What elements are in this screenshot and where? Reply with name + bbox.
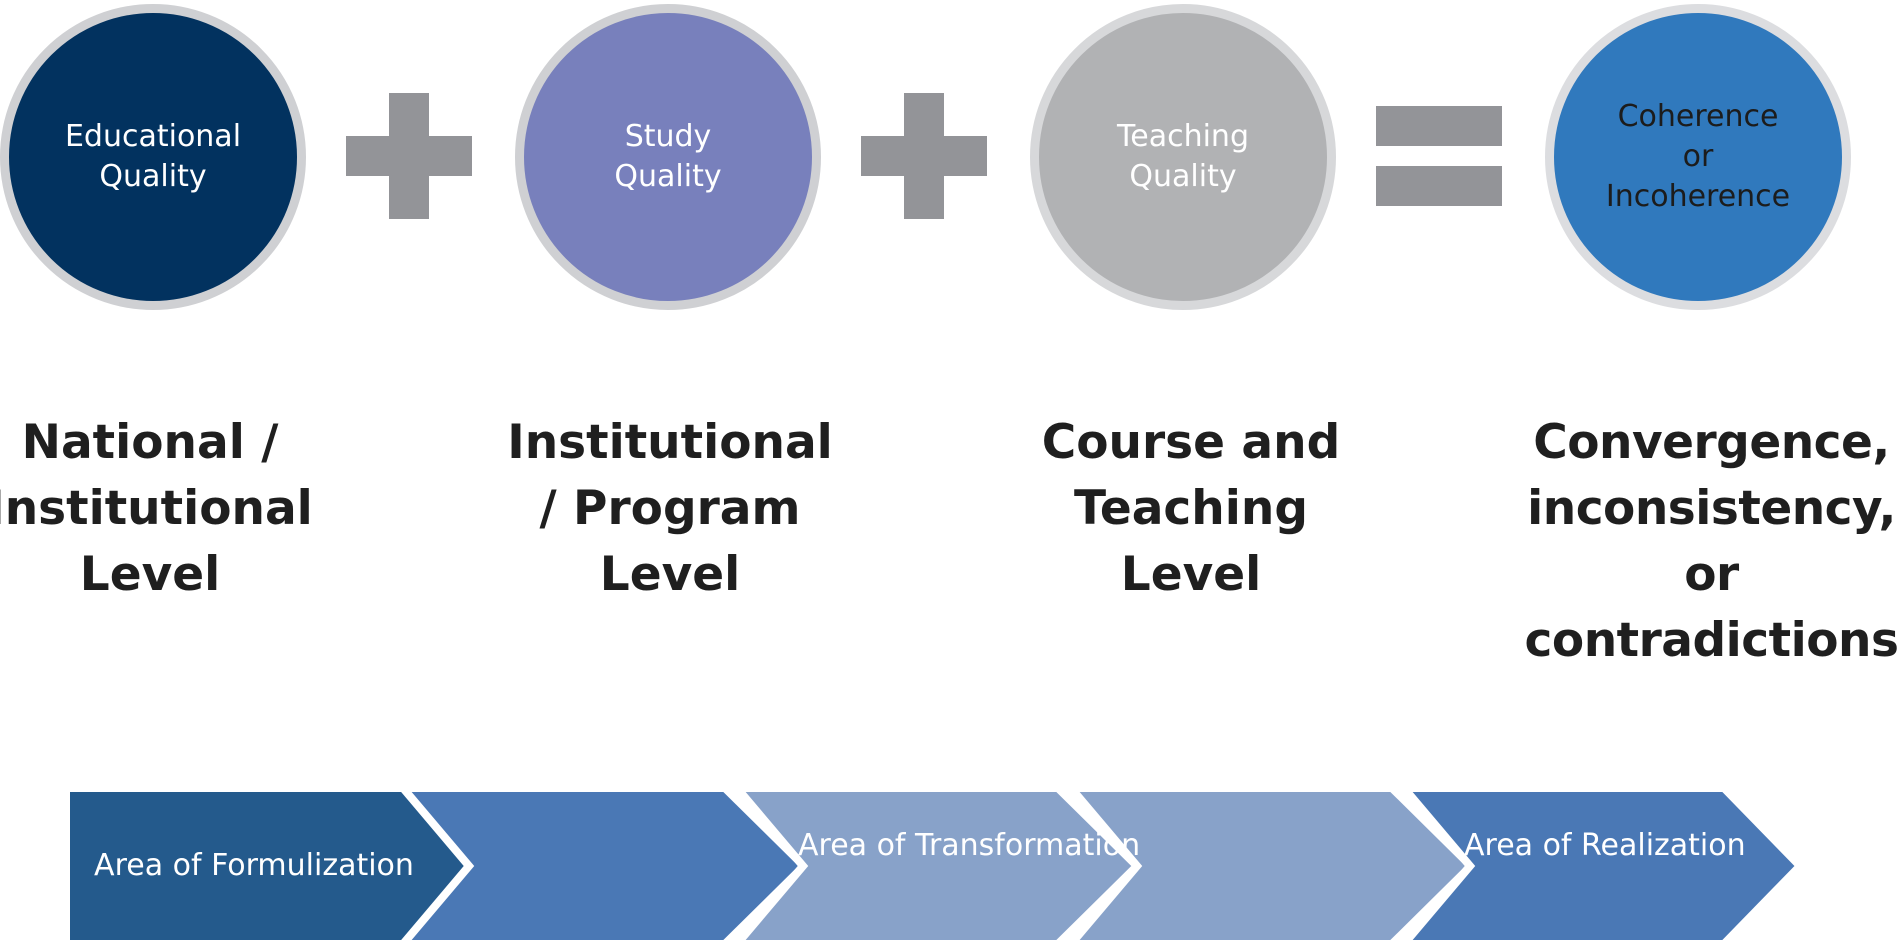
study-quality-label: Study Quality <box>614 119 722 194</box>
area-transformation-label: Area of Transformation <box>798 828 1141 863</box>
chevron-transition-2 <box>1062 784 1477 948</box>
teaching-quality-circle: Teaching Quality <box>1030 4 1336 310</box>
study-quality-circle: Study Quality <box>515 4 821 310</box>
area-realization-label: Area of Realization <box>1464 828 1746 863</box>
coherence-circle: Coherence or Incoherence <box>1545 4 1851 310</box>
level-course-teaching: Course and Teaching Level <box>1041 415 1341 602</box>
plus-icon <box>861 136 987 176</box>
level-institutional-program: Institutional / Program Level <box>507 415 833 602</box>
educational-quality-circle: Educational Quality <box>0 4 306 310</box>
equals-icon <box>1376 166 1502 206</box>
equals-icon <box>1376 106 1502 146</box>
plus-icon <box>346 136 472 176</box>
educational-quality-label: Educational Quality <box>64 119 242 194</box>
coherence-label: Coherence or Incoherence <box>1605 99 1791 214</box>
level-convergence: Convergence, inconsistency, or contradic… <box>1524 415 1899 668</box>
chevron-transformation <box>728 784 1143 948</box>
level-national-institutional: National / Institutional Level <box>0 415 313 602</box>
chevron-transition-1 <box>394 784 810 948</box>
chevron-realization <box>1395 784 1806 948</box>
area-formulization-label: Area of Formulization <box>94 848 414 883</box>
teaching-quality-label: Teaching Quality <box>1117 119 1249 194</box>
